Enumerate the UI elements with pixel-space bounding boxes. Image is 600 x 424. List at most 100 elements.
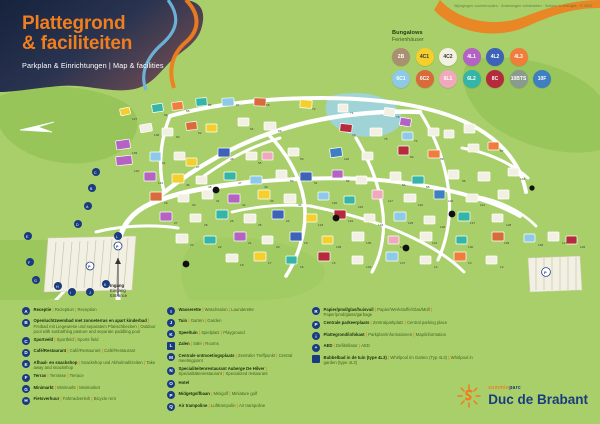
bungalow-type-badge[interactable]: 4L1: [462, 48, 481, 66]
legend-separator: |: [203, 318, 208, 324]
legend-separator: |: [197, 329, 202, 335]
legend-label-de: Sportfeld: [56, 336, 74, 342]
legend-separator: |: [51, 307, 55, 312]
bungalow-type-badge[interactable]: 6L1: [439, 70, 457, 88]
brand-logo: summioparc Duc de Brabant: [455, 382, 588, 410]
svg-text:130: 130: [468, 245, 473, 249]
svg-text:70: 70: [352, 133, 356, 137]
svg-text:31: 31: [216, 199, 220, 203]
legend-marker-icon: J: [167, 318, 175, 327]
legend-label-de: Säle: [193, 341, 202, 347]
svg-text:45: 45: [208, 185, 212, 189]
bungalow-legend-title-nl: Bungalows: [392, 30, 423, 36]
header-text: Plattegrond & faciliteiten Parkplan & Ei…: [22, 14, 164, 71]
bungalow-type-badge[interactable]: 6C1: [392, 70, 410, 88]
legend-separator: |: [66, 373, 70, 379]
svg-text:72: 72: [312, 107, 316, 111]
entrance-label-en: Entrance: [110, 293, 128, 298]
svg-text:86: 86: [208, 103, 212, 107]
bungalow-type-badge[interactable]: 2B: [392, 48, 410, 66]
legend-label-nl: Bubbelbad in de tuin (type 4L3): [323, 354, 387, 360]
svg-text:47: 47: [238, 181, 242, 185]
legend-marker-icon: P: [312, 320, 320, 329]
legend-label-de: Lufttrampolin: [210, 402, 236, 408]
bungalow-type-badge[interactable]: 6C2: [415, 70, 434, 88]
legend-item[interactable]: J Tuin | Garten | Garden: [167, 318, 304, 327]
legend-item-text: Air trampoline | Lufttrampolin | Air tra…: [179, 403, 266, 411]
svg-text:122: 122: [348, 219, 353, 223]
legend-item-text: Openluchtzwembad met zonneterras en apar…: [34, 318, 160, 333]
bungalow-type-badge[interactable]: 4L2: [486, 48, 504, 66]
legend-label-de: Café/Restaurant: [69, 348, 101, 354]
header-shape: [0, 0, 204, 92]
bungalow-type-badge[interactable]: 6L2: [462, 70, 481, 88]
svg-text:137: 137: [400, 261, 405, 265]
bungalow-type-badge[interactable]: 10F: [533, 70, 551, 88]
bungalow-legend-title-de: Ferienhäuser: [392, 37, 424, 43]
legend-item[interactable]: +AED | Defibrillator | AED: [312, 343, 477, 352]
legend-marker-icon: +: [312, 343, 320, 352]
legend-marker-icon: P: [167, 391, 175, 400]
bungalow-type-badge[interactable]: 4C1: [415, 48, 434, 66]
svg-text:147: 147: [562, 241, 567, 245]
legend-separator: |: [228, 391, 232, 397]
legend-label-en: Central meetingpoint: [178, 352, 293, 364]
bungalow-type-badge[interactable]: 10BTS: [509, 70, 528, 88]
legend-label-nl: Centrale parkeerplaats: [323, 320, 370, 326]
svg-text:24: 24: [286, 219, 290, 223]
bungalow-badge-rows: 2B 4C1 4C2 4L1 4L2 4L3 6C1 6C2 6L1 6L2 8C 10BTS 10F: [392, 48, 551, 88]
legend-marker-icon: i: [312, 332, 320, 341]
legend-label-en: Café/Restaurant: [104, 348, 136, 354]
legend-label-nl: Café/Restaurant: [33, 348, 67, 354]
top-decoration: [434, 0, 600, 34]
legend-label-nl: Wasserette: [178, 307, 202, 312]
legend-item-text: Speeltuin | Spielplatz | Playground: [179, 330, 245, 338]
bungalow-type-badge[interactable]: 4L3: [509, 48, 528, 66]
bungalow-type-badge[interactable]: 8C: [486, 70, 504, 88]
legend-separator: |: [447, 354, 451, 360]
entrance-label-de: Eingang: [110, 288, 126, 293]
legend-separator: |: [227, 307, 232, 312]
svg-text:P: P: [544, 270, 547, 275]
legend-marker-icon: C: [22, 337, 30, 346]
legend-separator: |: [209, 391, 214, 397]
legend-separator: |: [332, 343, 337, 349]
legend-item-text: Tuin | Garten | Garden: [179, 318, 222, 326]
svg-text:140: 140: [134, 169, 139, 173]
legend-item-text: Afhaal- en snackshop | Snackshop und Abh…: [34, 360, 160, 370]
legend-label-en: Reception: [77, 307, 97, 312]
legend-marker-icon: R: [312, 307, 320, 316]
legend-item-text: Terras | Terrasse | Terrace: [34, 373, 84, 381]
bungalow-type-badge[interactable]: 4C2: [439, 48, 457, 66]
svg-text:I: I: [70, 291, 71, 295]
legend-marker-icon: M: [167, 353, 175, 362]
legend-separator: |: [234, 352, 239, 358]
svg-text:63: 63: [176, 135, 180, 139]
legend-label-nl: Openluchtzwembad met zonneterras en apar…: [33, 318, 147, 324]
legend-item[interactable]: Bubbelbad in de tuin (type 4L3) | Whirlp…: [312, 355, 477, 365]
svg-text:114: 114: [480, 203, 485, 207]
